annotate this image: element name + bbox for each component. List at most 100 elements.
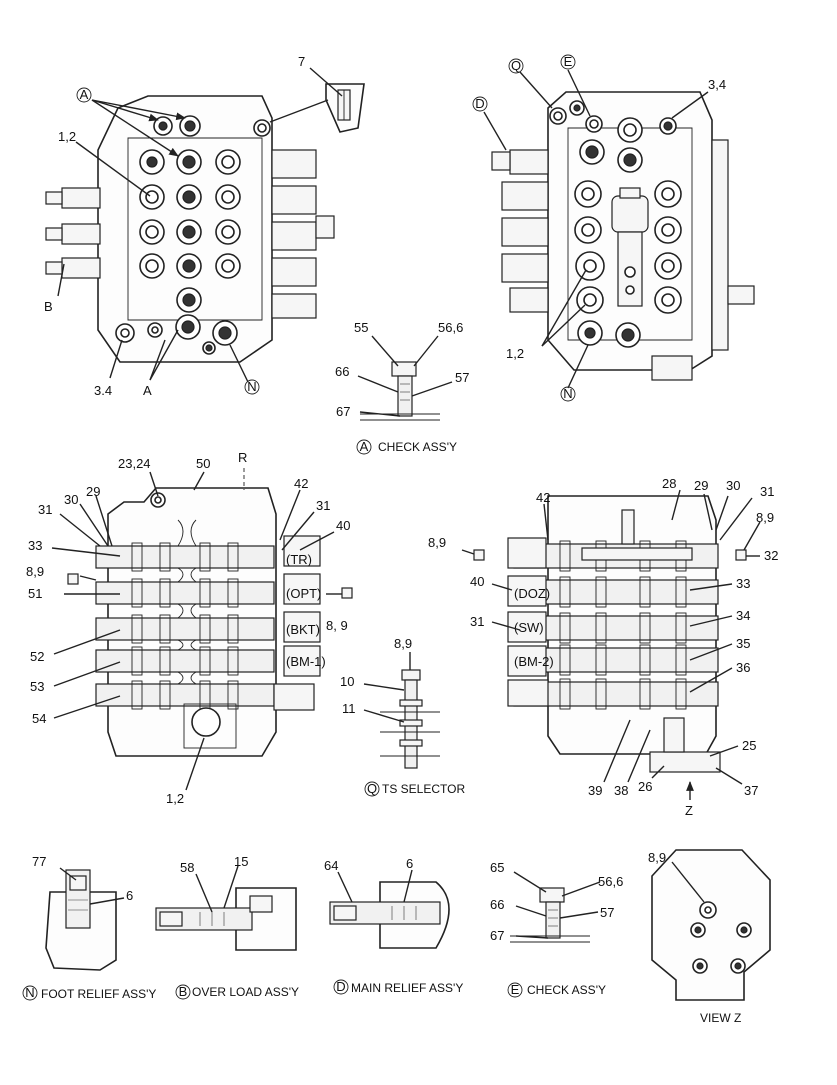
check-assy-a-detail: 55 56,6 66 57 67 A CHECK ASS'Y — [335, 320, 469, 455]
label-11: 11 — [342, 701, 356, 716]
view-z-detail: 8,9 VIEW Z — [648, 849, 771, 1025]
label-15: 15 — [234, 854, 248, 869]
check-a-caption: CHECK ASS'Y — [378, 440, 457, 454]
label-40-right: 40 — [470, 574, 484, 589]
label-51: 51 — [28, 586, 42, 601]
label-30-left: 30 — [64, 492, 78, 507]
label-57-e: 57 — [600, 905, 614, 920]
label-8-9-view-z: 8,9 — [648, 850, 666, 865]
foot-circle-label: N — [25, 985, 34, 1000]
ts-selector-detail: 8,9 10 11 Q TS SELECTOR — [340, 636, 465, 797]
label-66-e: 66 — [490, 897, 504, 912]
tag-opt: (OPT) — [286, 586, 321, 601]
label-56-6-e: 56,6 — [598, 874, 623, 889]
label-67-a: 67 — [336, 404, 350, 419]
check-a-circle-label: A — [360, 439, 369, 454]
label-29-right: 29 — [694, 478, 708, 493]
tag-bkt: (BKT) — [286, 622, 320, 637]
label-8-9-right-a: 8,9 — [428, 535, 446, 550]
tag-bm2: (BM-2) — [514, 654, 554, 669]
label-28: 28 — [662, 476, 676, 491]
check-e-caption: CHECK ASS'Y — [527, 983, 606, 997]
label-31-left-a: 31 — [38, 502, 52, 517]
label-58: 58 — [180, 860, 194, 875]
label-1-2-top-left: 1,2 — [58, 129, 76, 144]
label-40-left: 40 — [336, 518, 350, 533]
label-30-right: 30 — [726, 478, 740, 493]
label-8-9-left-b: 8, 9 — [326, 618, 348, 633]
label-z: Z — [685, 803, 693, 818]
label-57-a: 57 — [455, 370, 469, 385]
label-26: 26 — [638, 779, 652, 794]
label-52: 52 — [30, 649, 44, 664]
tag-doz: (DOZ) — [514, 586, 550, 601]
circle-e-label: E — [564, 54, 573, 69]
label-65: 65 — [490, 860, 504, 875]
label-35: 35 — [736, 636, 750, 651]
label-66-a: 66 — [335, 364, 349, 379]
label-8-9-left-a: 8,9 — [26, 564, 44, 579]
label-6-foot: 6 — [126, 888, 133, 903]
label-36: 36 — [736, 660, 750, 675]
label-33-right: 33 — [736, 576, 750, 591]
label-a-bottom: A — [143, 383, 152, 398]
circle-q-label: Q — [511, 58, 521, 73]
label-55: 55 — [354, 320, 368, 335]
label-1-2-mid: 1,2 — [166, 791, 184, 806]
label-3-4-top-left: 3.4 — [94, 383, 112, 398]
label-42-left: 42 — [294, 476, 308, 491]
label-42-right: 42 — [536, 490, 550, 505]
label-34: 34 — [736, 608, 750, 623]
top-right-valve-view: Q E 3,4 D 1,2 N — [472, 54, 755, 402]
check-e-circle-label: E — [511, 982, 520, 997]
label-56-6-a: 56,6 — [438, 320, 463, 335]
check-assy-e-detail: 65 56,6 66 57 67 E CHECK ASS'Y — [490, 860, 623, 998]
label-8-9-right-b: 8,9 — [756, 510, 774, 525]
label-54: 54 — [32, 711, 46, 726]
label-31-right-b: 31 — [470, 614, 484, 629]
overload-circle-label: B — [179, 984, 188, 999]
over-load-assy-detail: 58 15 B OVER LOAD ASS'Y — [155, 854, 299, 1000]
ts-circle-label: Q — [367, 781, 377, 796]
label-8-9-ts: 8,9 — [394, 636, 412, 651]
label-3-4-top-right: 3,4 — [708, 77, 726, 92]
label-31-right-a: 31 — [760, 484, 774, 499]
label-25: 25 — [742, 738, 756, 753]
label-1-2-top-right: 1,2 — [506, 346, 524, 361]
label-53: 53 — [30, 679, 44, 694]
label-29-left: 29 — [86, 484, 100, 499]
tag-tr: (TR) — [286, 552, 312, 567]
tag-sw: (SW) — [514, 620, 544, 635]
label-31-left-b: 31 — [316, 498, 330, 513]
label-77: 77 — [32, 854, 46, 869]
circle-a-label: A — [80, 87, 89, 102]
foot-relief-assy-detail: 77 6 N FOOT RELIEF ASS'Y — [22, 854, 156, 1001]
label-7: 7 — [298, 54, 305, 69]
label-b: B — [44, 299, 53, 314]
label-33-left: 33 — [28, 538, 42, 553]
label-32: 32 — [764, 548, 778, 563]
main-relief-assy-detail: 64 6 D MAIN RELIEF ASS'Y — [324, 856, 463, 995]
mid-right-valve-section: (DOZ) (SW) (BM-2) 42 28 2 — [428, 476, 778, 818]
top-left-valve-view: A 1,2 B 3.4 A N 7 — [44, 54, 365, 398]
ts-caption: TS SELECTOR — [382, 782, 465, 796]
tag-bm1: (BM-1) — [286, 654, 326, 669]
label-10: 10 — [340, 674, 354, 689]
overload-caption: OVER LOAD ASS'Y — [192, 985, 299, 999]
main-relief-circle-label: D — [336, 979, 345, 994]
label-50: 50 — [196, 456, 210, 471]
label-6-main: 6 — [406, 856, 413, 871]
circle-n-label: N — [247, 379, 256, 394]
label-r: R — [238, 450, 247, 465]
circle-n-label-right: N — [563, 386, 572, 401]
view-z-caption: VIEW Z — [700, 1011, 741, 1025]
label-38: 38 — [614, 783, 628, 798]
circle-d-label: D — [475, 96, 484, 111]
label-64: 64 — [324, 858, 338, 873]
label-23-24: 23,24 — [118, 456, 151, 471]
main-relief-caption: MAIN RELIEF ASS'Y — [351, 981, 463, 995]
label-39: 39 — [588, 783, 602, 798]
foot-caption: FOOT RELIEF ASS'Y — [41, 987, 156, 1001]
